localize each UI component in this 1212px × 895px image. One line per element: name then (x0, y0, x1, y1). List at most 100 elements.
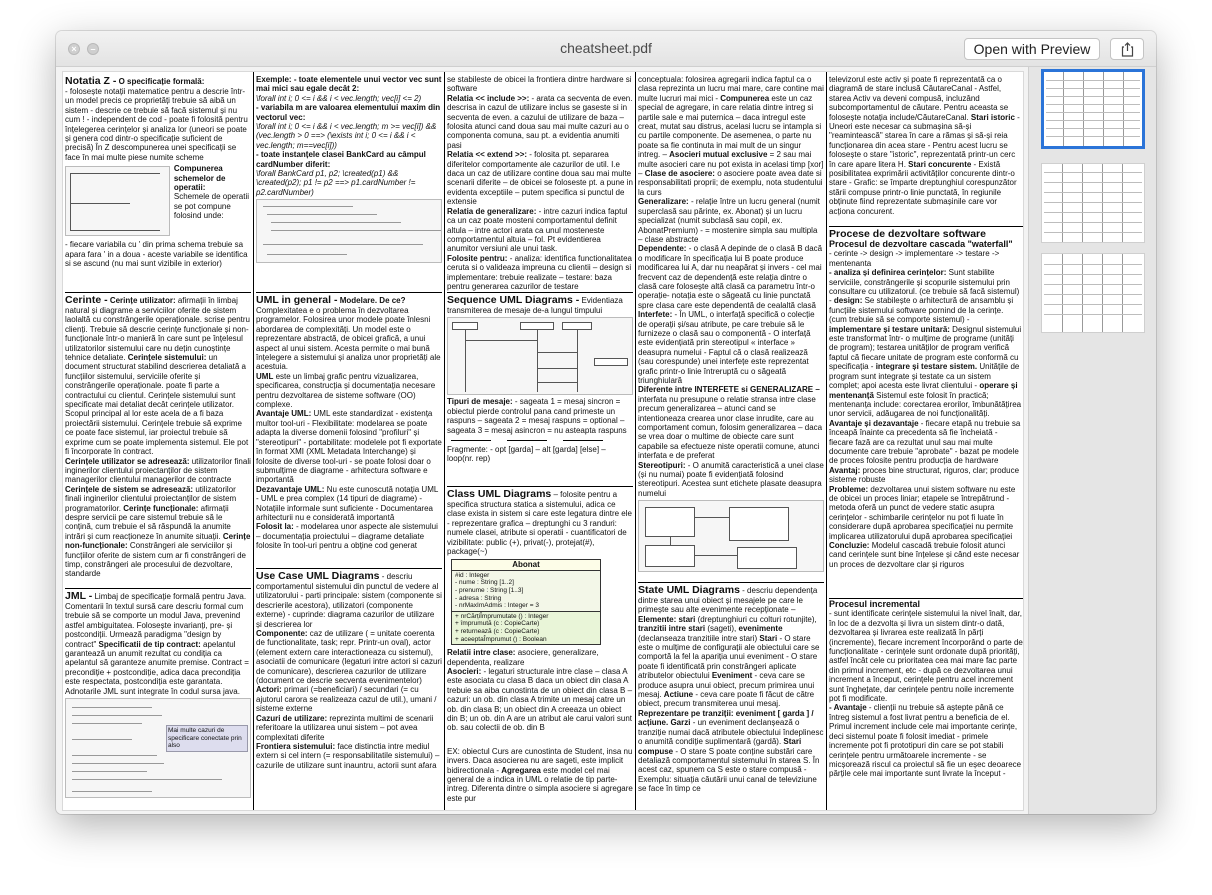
column-5: televizorul este activ și poate fi repre… (827, 72, 1023, 810)
design-label: design: (833, 296, 863, 306)
sequence-heading: Sequence UML Diagrams - (447, 294, 580, 306)
include-text: - arata ca secventa de even. descrisa in… (447, 93, 633, 150)
exemple-b2: - variabila m are valoarea elementului m… (256, 103, 441, 122)
class-heading: Class UML Diagrams (447, 488, 552, 500)
waterfall-steps: - cerinte -> design -> implementare -> t… (829, 249, 1000, 268)
use-case-actori-label: Actori: (256, 685, 282, 695)
cerinte-functionale-text: afirmații despre servicii pe care sistem… (65, 503, 231, 541)
use-case-componente-label: Componente: (256, 629, 308, 639)
stari-concurente-label: Stari concurente (908, 159, 972, 169)
page-thumbnail-1[interactable] (1041, 69, 1145, 149)
stereotipuri-label: Stereotipuri: (638, 460, 686, 470)
compunere-text: Schemele de operatii se pot compune folo… (173, 192, 250, 221)
use-case-body: - descriu comportamentul sistemului din … (256, 572, 442, 629)
diferente-label: Diferente intre INTERFETE si GENERALIZAR… (638, 385, 820, 395)
cerinte-sistem-label: Cerințele sistemului: (127, 353, 207, 363)
eveniment-text: - ceva care se produce asupra unui obiec… (638, 671, 815, 700)
design-text: Se stabilește o arhitectură de ansamblu … (829, 296, 1014, 325)
include-label: Relatia << include >>: (447, 93, 530, 103)
message-arrows (447, 435, 633, 445)
column-3: se stabileste de obicei la frontiera din… (445, 72, 636, 810)
tipuri-mesaje-text: - sageata 1 = mesaj sincron = obiectul p… (447, 397, 627, 435)
uml-avantaje-label: Avantaje UML: (256, 409, 312, 419)
uml-text: este un limbaj grafic pentru vizualizare… (256, 371, 436, 410)
notatia-z-subheading: O specificație formală: (118, 77, 205, 86)
column-4: conceptuala: folosirea agregarii indica … (636, 72, 827, 810)
relatii-text: asociere, generalizare, dependenta, real… (447, 648, 599, 667)
cerinte-nonfunctionale-text: Constrângeri ale serviciilor și funcțiil… (65, 541, 246, 579)
evenimente-text: (declanseaza tranzitiile intre stari) (638, 633, 758, 643)
probleme-text: dezvoltarea unui sistem software nu este… (829, 484, 1016, 541)
cerinte-subheading: Cerințe utilizator: (109, 296, 176, 305)
state-body: - descriu dependența dintre starea unui … (638, 586, 818, 615)
c4-generalizare-label: Generalizare: (638, 197, 689, 207)
use-case-cazuri-text: reprezinta multimi de scenarii referitoa… (256, 713, 434, 742)
sequence-body: Evidentiaza transmiterea de mesaje de-a … (447, 296, 623, 315)
fragmente-text: Fragmente: - opt [garda] – alt [garda] [… (447, 445, 606, 464)
analiza-label: - analiza și definirea cerințelor: (829, 268, 947, 278)
diferente-text: interfata nu presupune o relatie stransa… (638, 394, 823, 461)
waterfall-subheading: Procesul de dezvoltare cascada "waterfal… (829, 239, 1013, 249)
compunerea-text: este un caz special de agregare, in care… (638, 93, 822, 160)
evenimente-label: evenimente (738, 624, 783, 634)
notatia-z-heading: Notatia Z - (65, 75, 117, 87)
notatia-z-body: - folosește notații matematice pentru a … (65, 87, 248, 162)
uml-general-heading: UML in general - (256, 294, 338, 306)
state-elemente-text: (dreptunghiuri cu colturi rotunjite), (697, 614, 817, 624)
asocieri-text: - legaturi structurale intre clase – cla… (447, 667, 633, 733)
cerinte-body: afirmații în limbaj natural și diagrame … (65, 296, 250, 363)
agregare-continuation: conceptuala: folosirea agregarii indica … (638, 75, 824, 103)
use-case-actori-text: primari (=beneficiari) / secundari (= cu… (256, 685, 437, 714)
page-thumbnail-3[interactable] (1041, 253, 1145, 333)
open-with-preview-button[interactable]: Open with Preview (964, 38, 1100, 60)
exemple-b1: - toate elementele unui vector vec sunt … (256, 75, 442, 94)
stari-istoric-label: Stari istoric (970, 112, 1015, 122)
state-elemente-label: Elemente: stari (638, 614, 696, 624)
close-icon[interactable]: × (68, 43, 80, 55)
column-1: Notatia Z - O specificație formală: - fo… (63, 72, 254, 810)
tipuri-mesaje-label: Tipuri de mesaje: (447, 397, 513, 407)
uml-folosit-label: Folosit la: (256, 522, 294, 532)
clase-asociere-label: Clase de asociere: (644, 169, 715, 179)
agregarea-text: este model cel mai general de a indica i… (447, 765, 633, 803)
minimize-icon[interactable]: – (87, 43, 99, 55)
sequence-diagram-figure (447, 317, 633, 396)
extend-label: Relatia << extend >>: (447, 150, 528, 160)
exemple-f1: \forall int i; 0 <= i && i < vec.length;… (256, 93, 422, 103)
cerinte-de-sistem-label: Cerințele de sistem se adresează: (65, 484, 194, 494)
integrare-label: integrare și testare sistem. (875, 362, 978, 372)
jml-body: Limbaj de specificație formală pentru Ja… (65, 592, 247, 649)
use-case-cazuri-label: Cazuri de utilizare: (256, 713, 328, 723)
operare-label: operare și mentenanță (829, 381, 1018, 400)
stari-concurente-text: - Există posibilitatea exprimării activi… (829, 159, 1017, 216)
pdf-page: Notatia Z - O specificație formală: - fo… (62, 71, 1024, 811)
cerinte-utilizator-label: Cerințele utilizator se adresează: (65, 456, 190, 466)
bankcard-code-figure (256, 199, 442, 264)
exemple-heading: Exemple: (256, 75, 292, 84)
page-thumbnail-2[interactable] (1041, 163, 1145, 243)
dependente-label: Dependente: (638, 244, 687, 254)
mutual-exclusive-text: = 2 sau mai multe asocieri care nu pot e… (638, 150, 824, 179)
compunere-label: Compunerea schemelor de operatii: (173, 164, 226, 193)
frontiera-continuation: se stabileste de obicei la frontiera din… (447, 75, 632, 94)
menu-class-diagram-figure (638, 500, 824, 573)
compuse-continuation: televizorul este activ și poate fi repre… (829, 75, 1009, 122)
cerinte-utilizator-text: utilizatorilor finali inginerilor client… (65, 456, 251, 485)
uml-dezavantaje-text: Nu este cunoscută notația UML - UML e pr… (256, 484, 439, 522)
avantaj-text: proces bine structurat, riguros, clar; p… (829, 465, 1020, 485)
document-viewport[interactable]: Notatia Z - O specificație formală: - fo… (56, 67, 1028, 814)
uml-label: UML (256, 371, 274, 381)
share-button[interactable] (1110, 38, 1144, 60)
avantaj-label: Avantaj: (829, 465, 861, 475)
garzi-label: Reprezentare pe tranziții: eveniment [ g… (638, 708, 814, 728)
relatii-label: Relatii intre clase: (447, 648, 516, 658)
preview-window: × – cheatsheet.pdf Open with Preview Not… (56, 31, 1156, 814)
jml-code-figure: Mai multe cazuri de specificare conectat… (65, 698, 251, 799)
abonat-class-name: Abonat (452, 560, 600, 571)
uml-general-subheading: Modelare. De ce? (339, 296, 406, 305)
jml-contract-text: apelantul garantează un anumit rezultat … (65, 639, 249, 696)
c4-generalizare-text: - relație între un lucru general (numit … (638, 197, 820, 244)
stari-compuse-text: - O stare S poate conține substări care … (638, 746, 820, 794)
use-case-heading: Use Case UML Diagrams (256, 570, 380, 582)
use-case-frontiera-text: face distinctia intre mediul extern si c… (256, 741, 440, 770)
